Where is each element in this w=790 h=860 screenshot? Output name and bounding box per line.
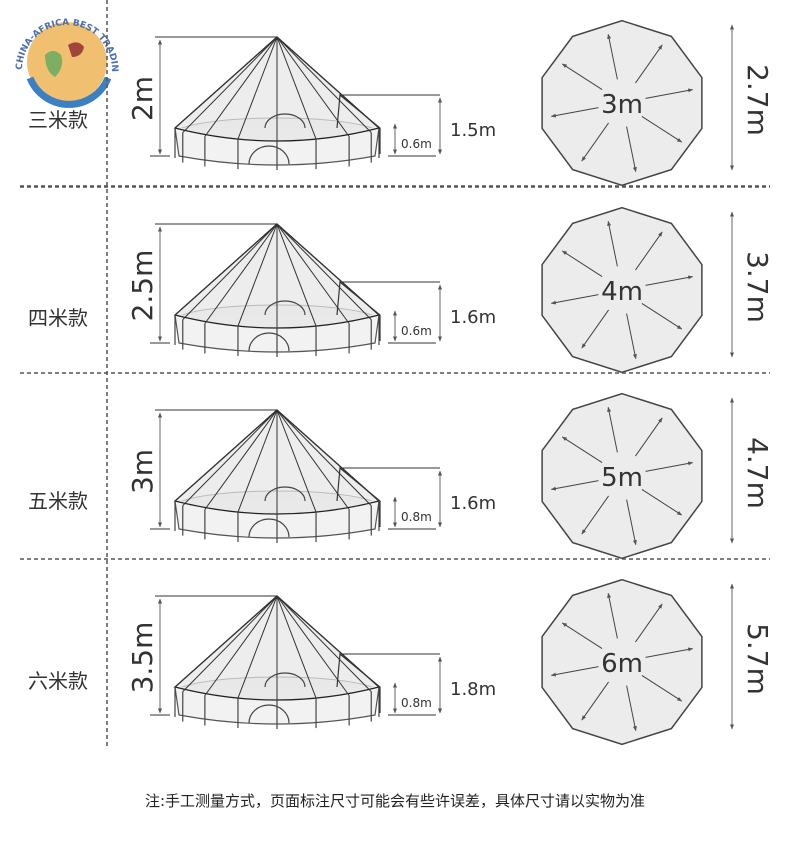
tent-drawing	[173, 36, 381, 170]
wall-height-label: 1.6m	[450, 307, 496, 328]
diameter-label: 6m	[601, 649, 643, 679]
door-height-label: 0.8m	[401, 510, 432, 524]
tent-drawing	[173, 409, 381, 543]
logo: CHINA-AFRICA BEST TRADING PLATFORM	[0, 0, 119, 108]
tent-drawing	[173, 223, 381, 357]
size-row: 五米款 3m 1.6m 0.8m 5m 4.7m	[20, 372, 774, 560]
door-height-label: 0.6m	[401, 324, 432, 338]
diameter-label: 3m	[601, 90, 643, 120]
tent-height-label: 3.5m	[126, 622, 159, 694]
size-row: 三米款 2m 1.5m 0.6m 3m 2.7m	[28, 19, 774, 187]
model-label: 三米款	[28, 108, 88, 132]
wall-height-label: 1.6m	[450, 493, 496, 514]
size-row: 六米款 3.5m 1.8m 0.8m 6m 5.7m	[20, 558, 774, 746]
width-label: 5.7m	[741, 623, 774, 695]
width-label: 3.7m	[741, 251, 774, 323]
wall-height-label: 1.5m	[450, 120, 496, 141]
model-label: 四米款	[28, 306, 88, 330]
tent-height-label: 2m	[126, 76, 159, 121]
tent-drawing	[173, 595, 381, 729]
model-label: 六米款	[28, 669, 88, 693]
wall-height-label: 1.8m	[450, 679, 496, 700]
tent-height-label: 2.5m	[126, 250, 159, 322]
measurement-note: 注:手工测量方式，页面标注尺寸可能会有些许误差，具体尺寸请以实物为准	[144, 792, 646, 810]
floor-plan	[541, 578, 703, 746]
diameter-label: 4m	[601, 277, 643, 307]
tent-height-label: 3m	[126, 449, 159, 494]
width-label: 4.7m	[741, 437, 774, 509]
width-label: 2.7m	[741, 64, 774, 136]
size-row: 四米款 2.5m 1.6m 0.6m 4m 3.7m	[20, 186, 774, 374]
model-label: 五米款	[28, 489, 88, 513]
door-height-label: 0.6m	[401, 137, 432, 151]
diameter-label: 5m	[601, 463, 643, 493]
door-height-label: 0.8m	[401, 696, 432, 710]
